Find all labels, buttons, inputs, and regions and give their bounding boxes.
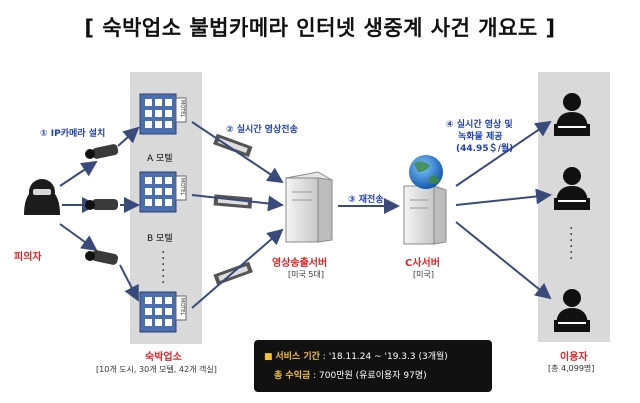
motel-a-label: A 모텔 <box>147 154 173 164</box>
camera-icon <box>85 144 119 159</box>
suspect-label: 피의자 <box>14 252 42 263</box>
film-strip-icon <box>213 133 253 158</box>
user-icon <box>554 93 590 136</box>
arrow-camera-motel-c <box>119 264 139 302</box>
revenue-key: 총 수익금 <box>274 371 311 381</box>
users-sublabel: [총 4,099명] <box>548 364 595 373</box>
camera-install-label: ① IP카메라 설치 <box>40 129 106 139</box>
arrow-server-user <box>455 221 552 300</box>
motel-sign-text: MOTEL <box>179 100 185 117</box>
suspect-icon <box>24 179 60 215</box>
arrow-suspect-camera-a <box>59 160 98 187</box>
streaming-server-icon <box>284 171 334 243</box>
user-ellipsis: ······ <box>569 221 574 267</box>
stream-step-label: ② 실시간 영상전송 <box>226 125 298 135</box>
c-server-label: C사서버 <box>405 258 440 269</box>
diagram-title: [ 숙박업소 불법카메라 인터넷 생중계 사건 개요도 ] <box>84 16 556 40</box>
arrow-server-user <box>455 120 552 187</box>
camera-icon <box>85 199 118 210</box>
motel-ellipsis: ······ <box>161 245 166 291</box>
motel-building-icon <box>139 171 187 213</box>
retransmit-step-label: ③ 재전송 <box>348 195 384 205</box>
arrow-suspect-camera-c <box>59 223 98 252</box>
user-icon <box>554 167 590 210</box>
c-server-sublabel: [미국] <box>413 270 434 279</box>
service-period-key: 서비스 기간 <box>275 352 320 362</box>
streaming-server-sublabel: [미국 5대] <box>288 270 324 279</box>
camera-icon <box>85 250 119 265</box>
c-server-icon <box>403 185 447 245</box>
service-step-line1: ④ 실시간 영상 및 <box>446 120 513 130</box>
service-period-row: ■ 서비스 기간 : '18.11.24 ~ '19.3.3 (3개월) <box>264 349 448 362</box>
arrow-camera-motel-a <box>117 126 140 147</box>
arrow-motel-server <box>191 194 284 212</box>
motel-sign-text: MOTEL <box>179 178 185 195</box>
arrow-motel-server <box>191 121 284 184</box>
motel-sign-text: MOTEL <box>179 298 185 315</box>
streaming-server-label: 영상송출서버 <box>272 258 328 269</box>
arrow-motel-server <box>191 228 284 309</box>
service-step-line2: 녹화물 제공 <box>458 132 503 142</box>
revenue-row: 총 수익금 : 700만원 (유료이용자 97명) <box>274 368 427 381</box>
users-label: 이용자 <box>560 352 588 363</box>
bullet-icon: ■ <box>264 352 276 362</box>
revenue-value: : 700만원 (유료이용자 97명) <box>313 371 427 381</box>
service-period-value: : '18.11.24 ~ '19.3.3 (3개월) <box>322 352 448 362</box>
motel-building-icon <box>139 93 187 135</box>
motel-group-sublabel: [10개 도시, 30개 모텔, 42개 객실] <box>96 365 217 374</box>
globe-icon <box>409 155 443 189</box>
motel-group-label: 숙박업소 <box>145 352 182 363</box>
service-info-box: ■ 서비스 기간 : '18.11.24 ~ '19.3.3 (3개월) 총 수… <box>254 340 492 392</box>
user-icon <box>554 289 590 332</box>
service-step-line3: (44.95＄/월) <box>456 144 514 154</box>
motel-b-label: B 모텔 <box>147 234 173 244</box>
arrow-server-user <box>455 188 552 206</box>
motel-building-icon <box>139 291 187 333</box>
